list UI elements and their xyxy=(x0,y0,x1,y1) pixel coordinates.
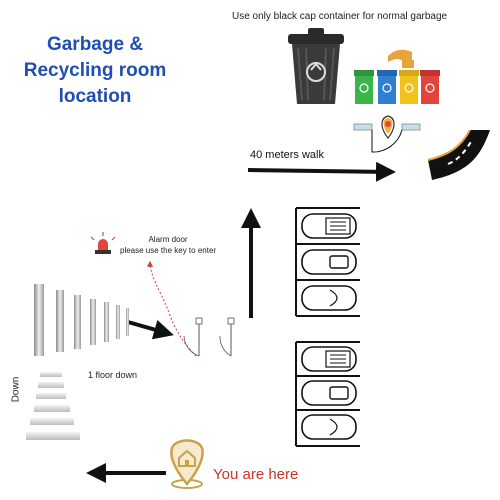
siren-icon xyxy=(90,232,116,254)
trash-bin-icon xyxy=(288,28,344,104)
alarm-line-2: please use the key to enter xyxy=(120,246,217,255)
you-are-here-label: You are here xyxy=(213,466,299,483)
walk-distance-label: 40 meters walk xyxy=(250,149,324,161)
title-line-3: location xyxy=(58,86,132,107)
stairs-icon xyxy=(26,372,80,440)
garbage-room-door xyxy=(353,123,421,153)
home-pin-icon xyxy=(170,439,204,489)
to-door-arrow xyxy=(127,319,174,340)
road-icon xyxy=(427,129,490,180)
recycle-bins-icon xyxy=(354,49,440,104)
page-title: Garbage & Recycling room location xyxy=(10,32,180,110)
floor-label: 1 floor down xyxy=(88,370,138,380)
parking-lot-bottom xyxy=(295,341,360,447)
walk-arrow xyxy=(247,161,396,182)
parking-lot-top xyxy=(295,207,360,317)
alarm-door xyxy=(183,317,235,357)
title-line-1: Garbage & xyxy=(46,34,144,55)
alarm-path xyxy=(147,260,197,357)
corridor-pillars xyxy=(34,284,129,356)
map-pin-icon xyxy=(381,115,395,139)
alarm-door-label: Alarm door please use the key to enter xyxy=(120,234,216,256)
down-label: Down xyxy=(10,376,22,403)
alarm-line-1: Alarm door xyxy=(148,235,188,244)
garbage-instruction: Use only black cap container for normal … xyxy=(232,11,448,22)
title-line-2: Recycling room xyxy=(23,60,167,81)
